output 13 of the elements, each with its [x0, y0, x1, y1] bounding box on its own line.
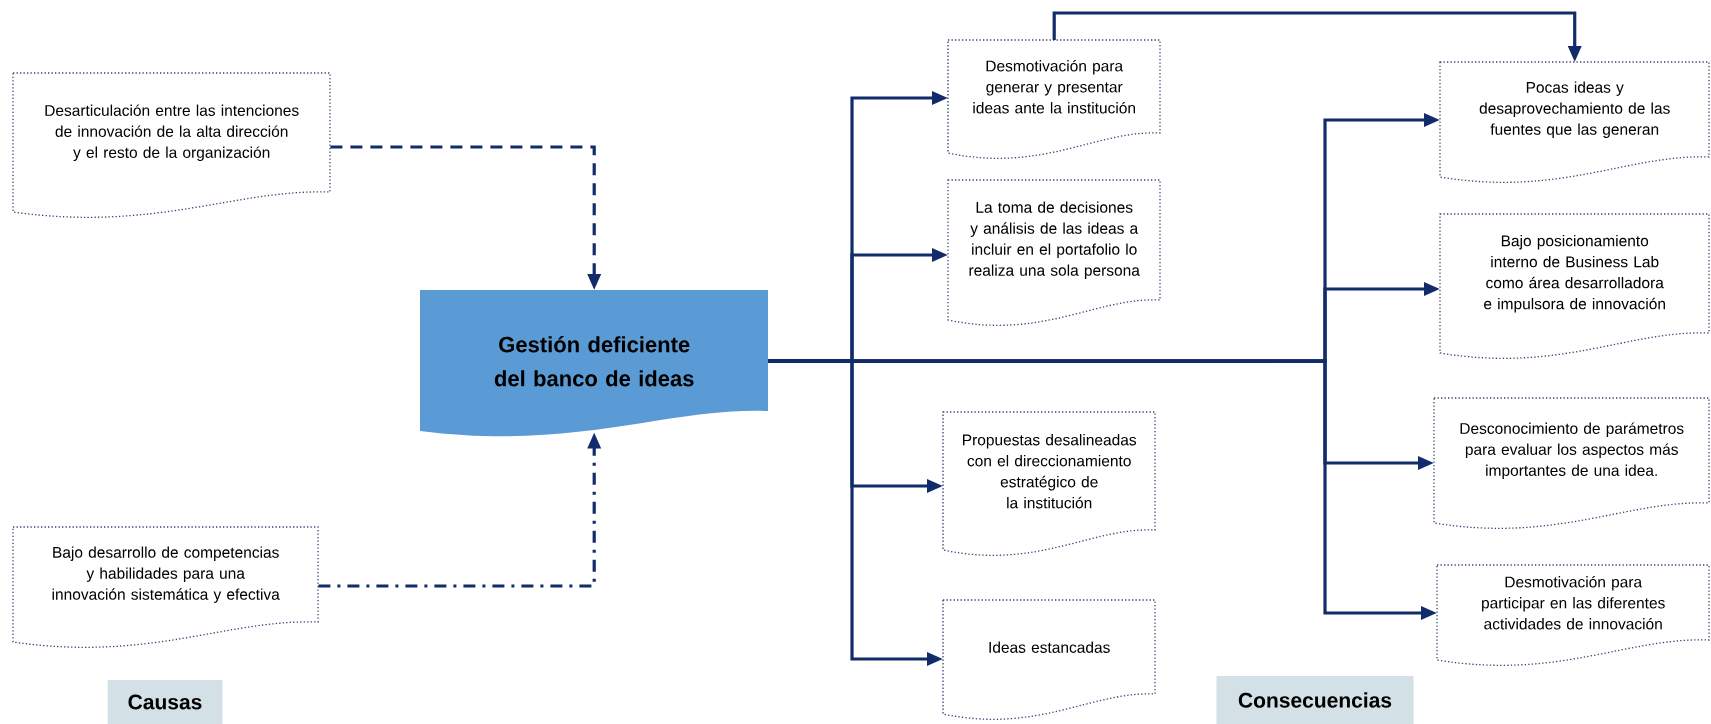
section-label: Causas — [107, 680, 223, 724]
document-box: Bajo posicionamiento interno de Business Lab como área desarrolladora e impulsora de innovación — [1439, 213, 1710, 359]
document-box: Desarticulación entre las intenciones de innovación de la alta dirección y el resto de la organización — [12, 72, 331, 218]
document-box: Desmotivación para generar y presentar ideas ante la institución — [947, 39, 1161, 159]
document-box: Ideas estancadas — [942, 599, 1156, 720]
document-box: Propuestas desalineadas con el direccionamiento estratégico de la institución — [942, 411, 1156, 556]
section-label: Consecuencias — [1216, 676, 1414, 724]
document-box: Desconocimiento de parámetros para evaluar los aspectos más importantes de una idea. — [1433, 397, 1710, 529]
document-box: Desmotivación para participar en las diferentes actividades de innovación — [1436, 564, 1710, 666]
document-box: Pocas ideas y desaprovechamiento de las fuentes que las generan — [1439, 61, 1710, 183]
problem-box: Gestión deficiente del banco de ideas — [420, 290, 768, 437]
document-box: Bajo desarrollo de competencias y habilidades para una innovación sistemática y efectiva — [12, 526, 319, 648]
document-box: La toma de decisiones y análisis de las ideas a incluir en el portafolio lo realiza una sola persona — [947, 179, 1161, 326]
